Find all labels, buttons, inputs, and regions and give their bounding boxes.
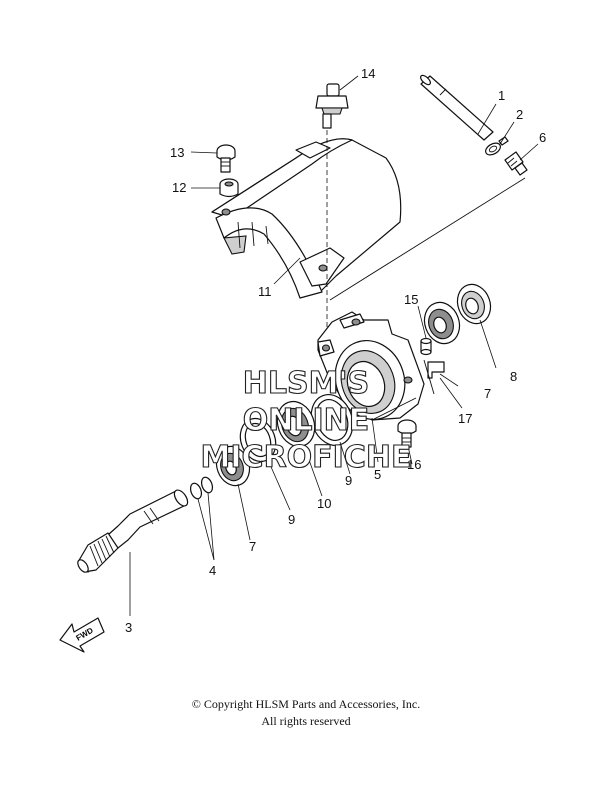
- callout-15: 15: [404, 292, 418, 307]
- watermark-line-3: MICROFICHE: [201, 440, 412, 475]
- callout-14: 14: [361, 66, 375, 81]
- callout-7-lower: 7: [249, 539, 256, 554]
- callout-11: 11: [258, 284, 272, 299]
- callout-4: 4: [209, 563, 216, 578]
- copyright-line: © Copyright HLSM Parts and Accessories, …: [191, 697, 421, 711]
- callout-12: 12: [172, 180, 186, 195]
- part-7-bearing-lower: [215, 445, 251, 487]
- watermark: HLSM'S ONLINE MICROFICHE: [200, 365, 412, 475]
- watermark-line-1: HLSM'S: [243, 366, 369, 401]
- callout-10: 10: [317, 496, 331, 511]
- part-3-shaft: [77, 489, 189, 573]
- part-4-o-rings: [189, 476, 214, 500]
- part-13-bolt: [216, 144, 236, 173]
- part-17-plate: [427, 361, 445, 379]
- callout-9-lower: 9: [288, 512, 295, 527]
- callout-numbers: 1 2 6 14 13 12 11 15 8 7 17 16 5 9 10 9 …: [125, 66, 546, 635]
- callout-7-upper: 7: [484, 386, 491, 401]
- part-15-bushing: [420, 337, 432, 356]
- rights-reserved-line: All rights reserved: [261, 714, 351, 728]
- part-12-collar: [219, 178, 239, 198]
- part-9-seal-lower: [239, 417, 277, 463]
- part-1-rod: [420, 74, 494, 141]
- callout-2: 2: [516, 107, 523, 122]
- leader-lines: [129, 75, 539, 616]
- callout-1: 1: [498, 88, 505, 103]
- callout-5: 5: [374, 467, 381, 482]
- callout-6: 6: [539, 130, 546, 145]
- fwd-arrow: FWD: [59, 617, 105, 653]
- callout-3: 3: [125, 620, 132, 635]
- assembly-lines: [326, 130, 526, 421]
- part-11-cover: [211, 138, 402, 299]
- watermark-line-2: ONLINE: [243, 403, 370, 438]
- part-10-seal: [276, 400, 316, 448]
- part-9-seal-upper: [310, 394, 354, 446]
- callout-17: 17: [458, 411, 472, 426]
- part-6-fitting: [504, 151, 528, 176]
- callout-16: 16: [407, 457, 421, 472]
- part-2-clamp: [485, 136, 509, 156]
- callout-13: 13: [170, 145, 184, 160]
- part-7-bearing-upper: [423, 301, 461, 345]
- part-8-bearing: [456, 283, 492, 325]
- part-14-fitting: [315, 83, 349, 129]
- callout-8: 8: [510, 369, 517, 384]
- part-16-bolt: [397, 419, 417, 448]
- callout-9-upper: 9: [345, 473, 352, 488]
- part-5-housing: [317, 311, 425, 421]
